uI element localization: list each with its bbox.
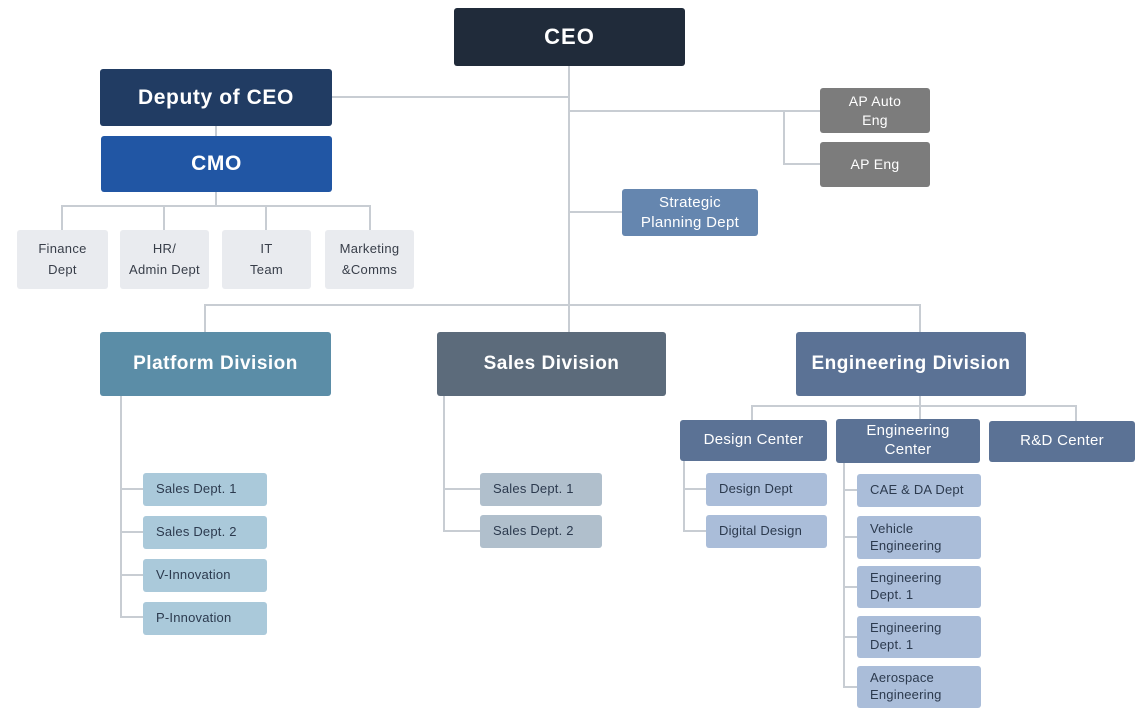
node-sales-division: Sales Division <box>437 332 666 396</box>
connector-line <box>120 396 122 618</box>
connector-line <box>120 488 143 490</box>
connector-line <box>843 463 845 688</box>
node-engineering-center: Engineering Center <box>836 419 980 463</box>
connector-line <box>919 396 921 407</box>
node-p-innovation: P-Innovation <box>143 602 267 635</box>
node-it-team: IT Team <box>222 230 311 289</box>
connector-line <box>443 488 480 490</box>
connector-line <box>843 636 857 638</box>
connector-line <box>751 405 753 420</box>
connector-line <box>61 205 371 207</box>
connector-line <box>843 686 857 688</box>
node-ceo: CEO <box>454 8 685 66</box>
node-hr-admin-dept: HR/ Admin Dept <box>120 230 209 289</box>
connector-line <box>265 205 267 230</box>
connector-line <box>568 66 570 332</box>
node-deputy-of-ceo: Deputy of CEO <box>100 69 332 126</box>
node-platform-sales-dept-2: Sales Dept. 2 <box>143 516 267 549</box>
node-vehicle-engineering: Vehicle Engineering <box>857 516 981 559</box>
node-sales-sales-dept-2: Sales Dept. 2 <box>480 515 602 548</box>
node-cmo: CMO <box>101 136 332 192</box>
node-design-center: Design Center <box>680 420 827 461</box>
connector-line <box>443 530 480 532</box>
node-v-innovation: V-Innovation <box>143 559 267 592</box>
connector-line <box>215 192 217 207</box>
connector-line <box>843 489 857 491</box>
connector-line <box>1075 405 1077 421</box>
connector-line <box>683 488 706 490</box>
node-engineering-dept-1b: Engineering Dept. 1 <box>857 616 981 658</box>
node-strategic-planning-dept: Strategic Planning Dept <box>622 189 758 236</box>
connector-line <box>568 211 622 213</box>
node-rd-center: R&D Center <box>989 421 1135 462</box>
connector-line <box>332 96 568 98</box>
connector-line <box>120 616 143 618</box>
connector-line <box>369 205 371 230</box>
node-sales-sales-dept-1: Sales Dept. 1 <box>480 473 602 506</box>
connector-line <box>443 396 445 532</box>
connector-line <box>751 405 1077 407</box>
node-finance-dept: Finance Dept <box>17 230 108 289</box>
connector-line <box>120 531 143 533</box>
connector-line <box>919 304 921 332</box>
connector-line <box>163 205 165 230</box>
connector-line <box>683 530 706 532</box>
connector-line <box>120 574 143 576</box>
connector-line <box>843 586 857 588</box>
connector-line <box>61 205 63 230</box>
connector-line <box>843 536 857 538</box>
node-marketing-comms: Marketing &Comms <box>325 230 414 289</box>
connector-line <box>204 304 921 306</box>
connector-line <box>783 163 820 165</box>
node-platform-sales-dept-1: Sales Dept. 1 <box>143 473 267 506</box>
connector-line <box>783 110 785 165</box>
node-platform-division: Platform Division <box>100 332 331 396</box>
connector-line <box>568 110 820 112</box>
node-ap-auto-eng: AP Auto Eng <box>820 88 930 133</box>
node-ap-eng: AP Eng <box>820 142 930 187</box>
node-digital-design: Digital Design <box>706 515 827 548</box>
node-design-dept: Design Dept <box>706 473 827 506</box>
connector-line <box>919 405 921 420</box>
node-aerospace-engineering: Aerospace Engineering <box>857 666 981 708</box>
connector-line <box>215 126 217 136</box>
node-engineering-division: Engineering Division <box>796 332 1026 396</box>
node-engineering-dept-1a: Engineering Dept. 1 <box>857 566 981 608</box>
connector-line <box>683 461 685 532</box>
node-cae-da-dept: CAE & DA Dept <box>857 474 981 507</box>
connector-line <box>204 304 206 332</box>
